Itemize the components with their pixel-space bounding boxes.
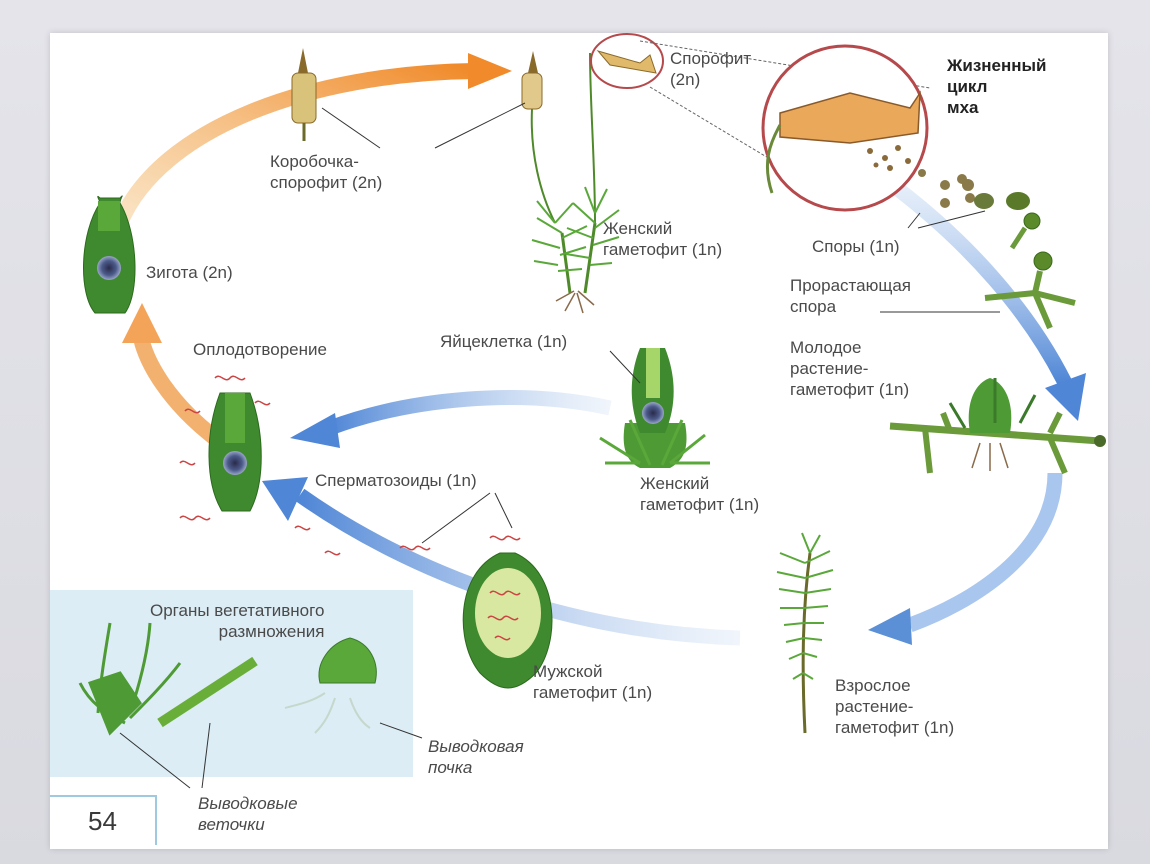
- zygote-archegonium-image: [83, 195, 136, 314]
- capsule-sporophyte-label: Коробочка- спорофит (2n): [270, 152, 383, 192]
- fertilization-archegonium-image: [179, 375, 271, 521]
- capsule-pointer-1: [321, 107, 381, 149]
- blue-arrow-spores: [885, 177, 1072, 387]
- orange-cycle-arrow-top: [112, 63, 483, 231]
- spores-label: Споры (1n): [812, 237, 900, 256]
- diagram-title: Жизненный цикл мха: [947, 56, 1047, 117]
- germinating-spore-label: Прорастающая спора: [790, 276, 911, 316]
- young-plant-label: Молодое растение- гаметофит (1n): [790, 338, 910, 399]
- egg-cell-label: Яйцеклетка (1n): [440, 332, 568, 351]
- blue-arrowhead-female: [290, 413, 340, 448]
- life-cycle-artwork: [78, 33, 1106, 789]
- spores-image: [918, 169, 1030, 210]
- brood-branches-image: [78, 622, 258, 736]
- young-plant-gametophyte-image: [889, 378, 1106, 475]
- brood-bud-image: [284, 637, 377, 734]
- sporophyte-capsule-small-image: [590, 33, 664, 89]
- adult-plant-gametophyte-image: [776, 532, 834, 734]
- magnified-capsule-lens-image: [761, 44, 929, 212]
- male-gametophyte-label: Мужской гаметофит (1n): [533, 662, 653, 702]
- sporophyte-label: Спорофит (2n): [670, 49, 752, 89]
- brood-bud-label: Выводковая почка: [428, 737, 524, 777]
- germinating-spore-image: [984, 212, 1076, 330]
- capsule-sporophyte-left-image: [291, 48, 317, 141]
- female-gametophyte-middle-label: Женский гаметофит (1n): [640, 474, 760, 514]
- capsule-sporophyte-right-image: [521, 51, 543, 110]
- fertilization-label: Оплодотворение: [193, 340, 327, 359]
- orange-arrowhead-left: [122, 303, 162, 343]
- sperm-cells-image: [294, 525, 521, 556]
- capsule-pointer-2: [434, 102, 526, 149]
- zygote-label: Зигота (2n): [146, 263, 233, 282]
- orange-cycle-arrow-left: [132, 331, 220, 445]
- vegetative-organs-label: Органы вегетативного размножения: [150, 601, 325, 641]
- female-gametophyte-middle-image: [599, 348, 710, 468]
- male-gametophyte-antheridium-image: [462, 552, 553, 689]
- sperm-label: Сперматозоиды (1n): [315, 471, 477, 490]
- page-number: 54: [50, 795, 157, 845]
- blue-arrowhead-male: [262, 477, 308, 521]
- blue-arrowhead-spores: [1045, 373, 1086, 421]
- blue-arrowhead-young: [868, 608, 912, 645]
- orange-arrowhead-top: [468, 53, 512, 89]
- blue-arrow-young: [907, 472, 1063, 633]
- brood-branches-label: Выводковые веточки: [198, 794, 298, 834]
- female-gametophyte-with-sporophyte-image: [530, 52, 620, 314]
- adult-plant-label: Взрослое растение- гаметофит (1n): [835, 676, 955, 737]
- blue-arrow-female: [327, 390, 612, 436]
- diagram-sheet: Жизненный цикл мха Спорофит (2n) Коробоч…: [50, 33, 1108, 849]
- female-gametophyte-top-label: Женский гаметофит (1n): [603, 219, 723, 259]
